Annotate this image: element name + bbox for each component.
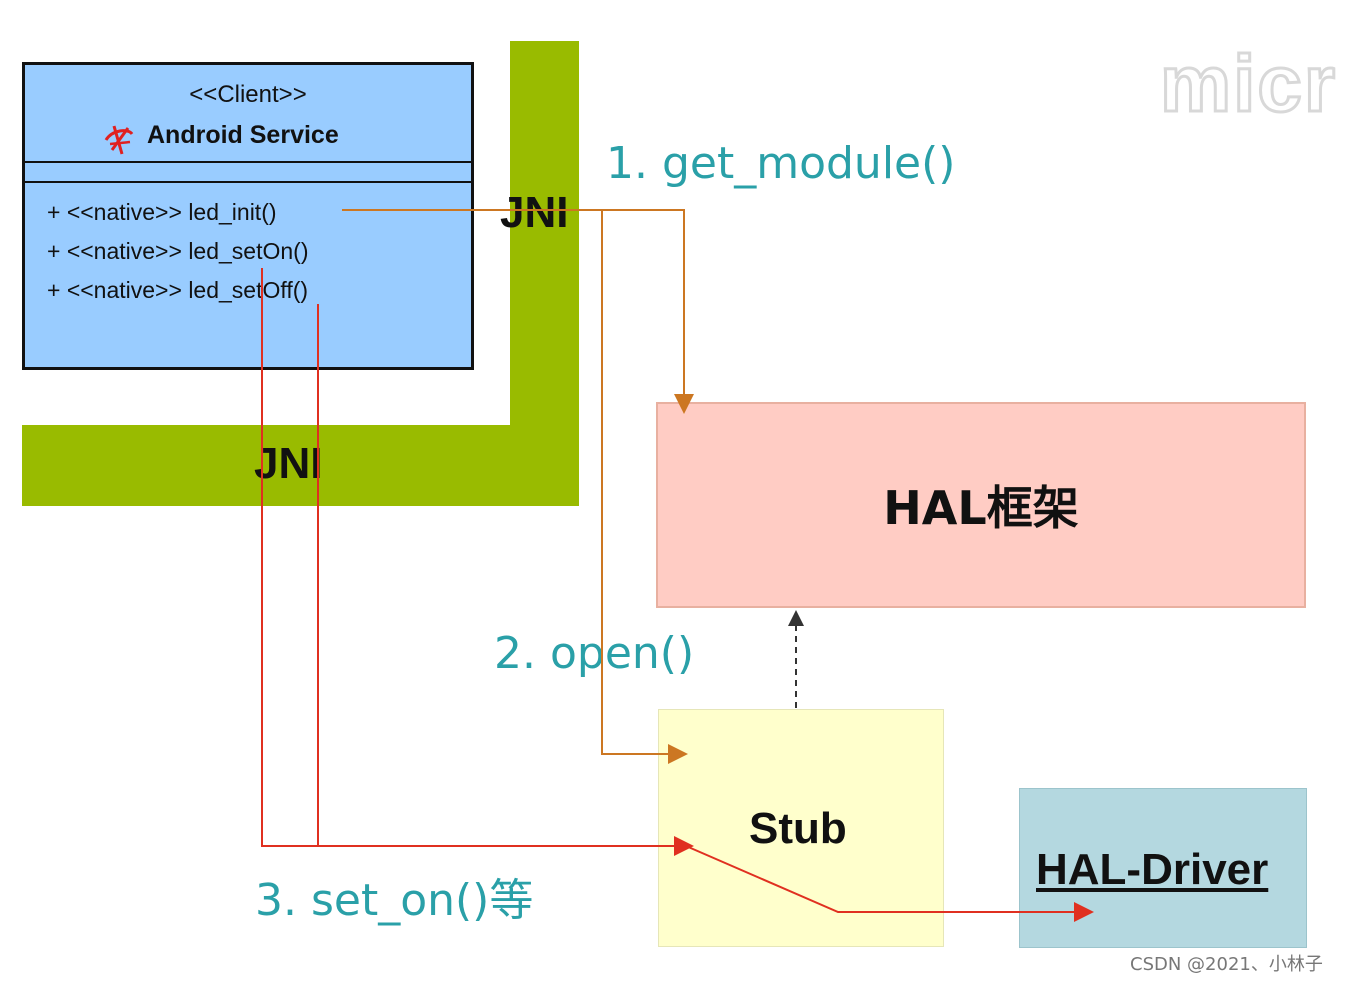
method-led-setoff: + <<native>> led_setOff() [47,277,309,303]
step-2-label: 2. open() [494,628,695,679]
credit-text: CSDN @2021、小林子 [1130,954,1323,975]
uml-divider-bottom [25,181,471,183]
jni-label-horizontal: JNI [254,439,323,488]
method-led-init: + <<native>> led_init() [47,199,277,225]
hal-frame-label: HAL框架 [883,481,1079,535]
watermark-logo: micr [1159,38,1337,130]
uml-client-box: <<Client>> Android Service + <<native>> … [22,62,474,370]
hal-driver-box: HAL-Driver [1019,788,1307,948]
uml-title: Android Service [147,121,339,149]
uml-divider-top [25,161,471,163]
jni-label-vertical: JNI [500,188,569,237]
service-icon [104,125,134,155]
step-1-label: 1. get_module() [606,138,956,189]
method-led-seton: + <<native>> led_setOn() [47,238,309,264]
stub-box: Stub [658,709,944,947]
stub-label: Stub [749,804,847,853]
uml-stereotype: <<Client>> [189,81,307,108]
hal-driver-label: HAL-Driver [1036,845,1269,894]
hal-frame-box: HAL框架 [656,402,1306,608]
step-3-label: 3. set_on()等 [255,875,534,926]
